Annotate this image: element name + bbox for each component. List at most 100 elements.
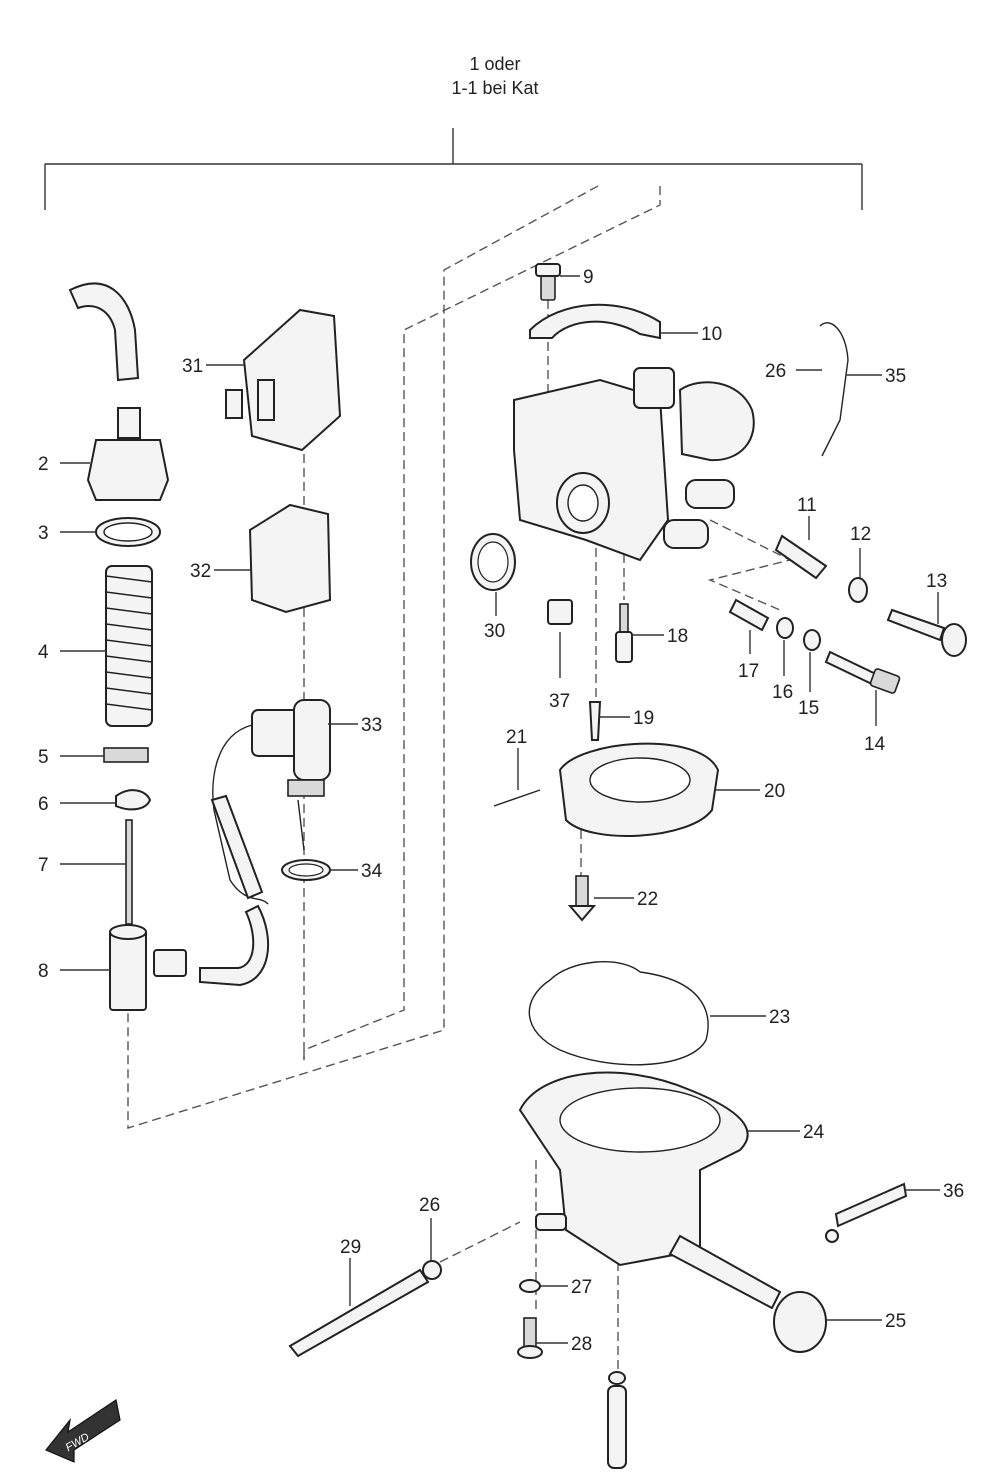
callout-9-label: 9 xyxy=(583,267,594,288)
callout-11: 11 xyxy=(797,495,817,540)
callout-15-label: 15 xyxy=(798,698,819,719)
bracket-36 xyxy=(825,1182,908,1243)
callout-27-label: 27 xyxy=(571,1277,592,1298)
assembly-bracket xyxy=(44,128,863,210)
title-line-2: 1-1 bei Kat xyxy=(451,78,539,98)
fwd-arrow: FWD xyxy=(45,1399,121,1463)
callout-11-label: 11 xyxy=(797,495,817,516)
callout-34: 34 xyxy=(330,861,383,882)
callout-14: 14 xyxy=(864,690,886,755)
o-ring-3 xyxy=(95,517,161,547)
callout-20-label: 20 xyxy=(764,781,785,802)
callout-23-label: 23 xyxy=(769,1007,790,1028)
fuel-hose-29 xyxy=(288,1268,430,1358)
callout-22: 22 xyxy=(594,889,658,910)
callout-10: 10 xyxy=(660,324,722,345)
callout-10-label: 10 xyxy=(701,324,722,345)
callout-19-label: 19 xyxy=(633,708,654,729)
callout-36: 36 xyxy=(904,1181,964,1202)
needle-clip-5 xyxy=(103,747,149,763)
callout-4: 4 xyxy=(38,642,106,663)
clip-35 xyxy=(819,322,849,457)
float-20 xyxy=(558,742,720,838)
screw-9 xyxy=(535,263,561,301)
callout-26-lower-label: 26 xyxy=(419,1195,440,1216)
callouts: 2 3 4 5 6 7 8 9 xyxy=(38,267,964,1355)
callout-7: 7 xyxy=(38,855,126,876)
callout-37: 37 xyxy=(549,632,570,712)
callout-24: 24 xyxy=(746,1122,825,1143)
plate-10 xyxy=(529,303,661,340)
callout-28-label: 28 xyxy=(571,1334,592,1355)
assembly-title: 1 oder 1-1 bei Kat xyxy=(400,52,590,100)
callout-8: 8 xyxy=(38,961,110,982)
throttle-slide-8 xyxy=(109,924,147,1011)
float-valve-19 xyxy=(588,701,602,741)
callout-20: 20 xyxy=(716,781,785,802)
callout-18-label: 18 xyxy=(667,626,688,647)
callout-13-label: 13 xyxy=(926,571,947,592)
callout-15: 15 xyxy=(798,652,819,719)
callout-19: 19 xyxy=(600,708,654,729)
o-ring-34 xyxy=(281,859,331,881)
screw-22 xyxy=(567,875,597,922)
callout-24-label: 24 xyxy=(803,1122,825,1143)
callout-12-label: 12 xyxy=(850,524,871,545)
callout-26-upper-label: 26 xyxy=(765,361,786,382)
callout-17-label: 17 xyxy=(738,661,759,682)
callout-32-label: 32 xyxy=(190,561,211,582)
callout-12: 12 xyxy=(850,524,871,578)
callout-5: 5 xyxy=(38,747,104,768)
callout-4-label: 4 xyxy=(38,642,49,663)
callout-31-label: 31 xyxy=(182,356,203,377)
drain-hose xyxy=(607,1371,627,1469)
washer-27 xyxy=(519,1279,541,1293)
callout-21: 21 xyxy=(506,727,527,790)
carb-top-cap xyxy=(86,407,170,501)
callout-26-lower: 26 xyxy=(419,1195,440,1260)
jet-37 xyxy=(547,599,573,625)
float-bowl-24 xyxy=(518,1071,749,1267)
callout-30-label: 30 xyxy=(484,621,505,642)
callout-2-label: 2 xyxy=(38,454,49,475)
callout-35: 35 xyxy=(846,366,906,387)
title-line-1: 1 oder xyxy=(469,54,521,74)
callout-33-label: 33 xyxy=(361,715,382,736)
callout-3-label: 3 xyxy=(38,523,49,544)
washer-16 xyxy=(776,617,794,639)
callout-27: 27 xyxy=(540,1277,592,1298)
pin-21 xyxy=(493,789,541,807)
callout-28: 28 xyxy=(536,1334,592,1355)
clamp-26-lower xyxy=(422,1260,442,1280)
washer-12 xyxy=(848,577,868,603)
choke-cover-32 xyxy=(248,503,332,614)
spring-17 xyxy=(728,598,770,632)
callout-29: 29 xyxy=(340,1237,361,1306)
callout-34-label: 34 xyxy=(361,861,383,882)
e-clip-6 xyxy=(115,789,152,811)
callout-6: 6 xyxy=(38,794,116,815)
spring-11 xyxy=(774,534,828,580)
callout-5-label: 5 xyxy=(38,747,49,768)
gasket-23 xyxy=(528,961,709,1066)
callout-18: 18 xyxy=(632,626,688,647)
pilot-screw-13 xyxy=(886,608,967,657)
callout-33: 33 xyxy=(328,715,382,736)
callout-13: 13 xyxy=(926,571,947,624)
jet-18 xyxy=(615,603,633,663)
callout-16: 16 xyxy=(772,640,793,703)
spring-4 xyxy=(105,565,153,727)
drain-screw-25 xyxy=(668,1234,827,1353)
callout-21-label: 21 xyxy=(506,727,527,748)
callout-2: 2 xyxy=(38,454,90,475)
washer-15 xyxy=(803,629,821,651)
callout-16-label: 16 xyxy=(772,682,793,703)
callout-3: 3 xyxy=(38,523,96,544)
callout-25-label: 25 xyxy=(885,1311,906,1332)
carburetor-body xyxy=(513,367,755,562)
callout-7-label: 7 xyxy=(38,855,49,876)
callout-35-label: 35 xyxy=(885,366,906,387)
callout-25: 25 xyxy=(826,1311,906,1332)
callout-6-label: 6 xyxy=(38,794,49,815)
